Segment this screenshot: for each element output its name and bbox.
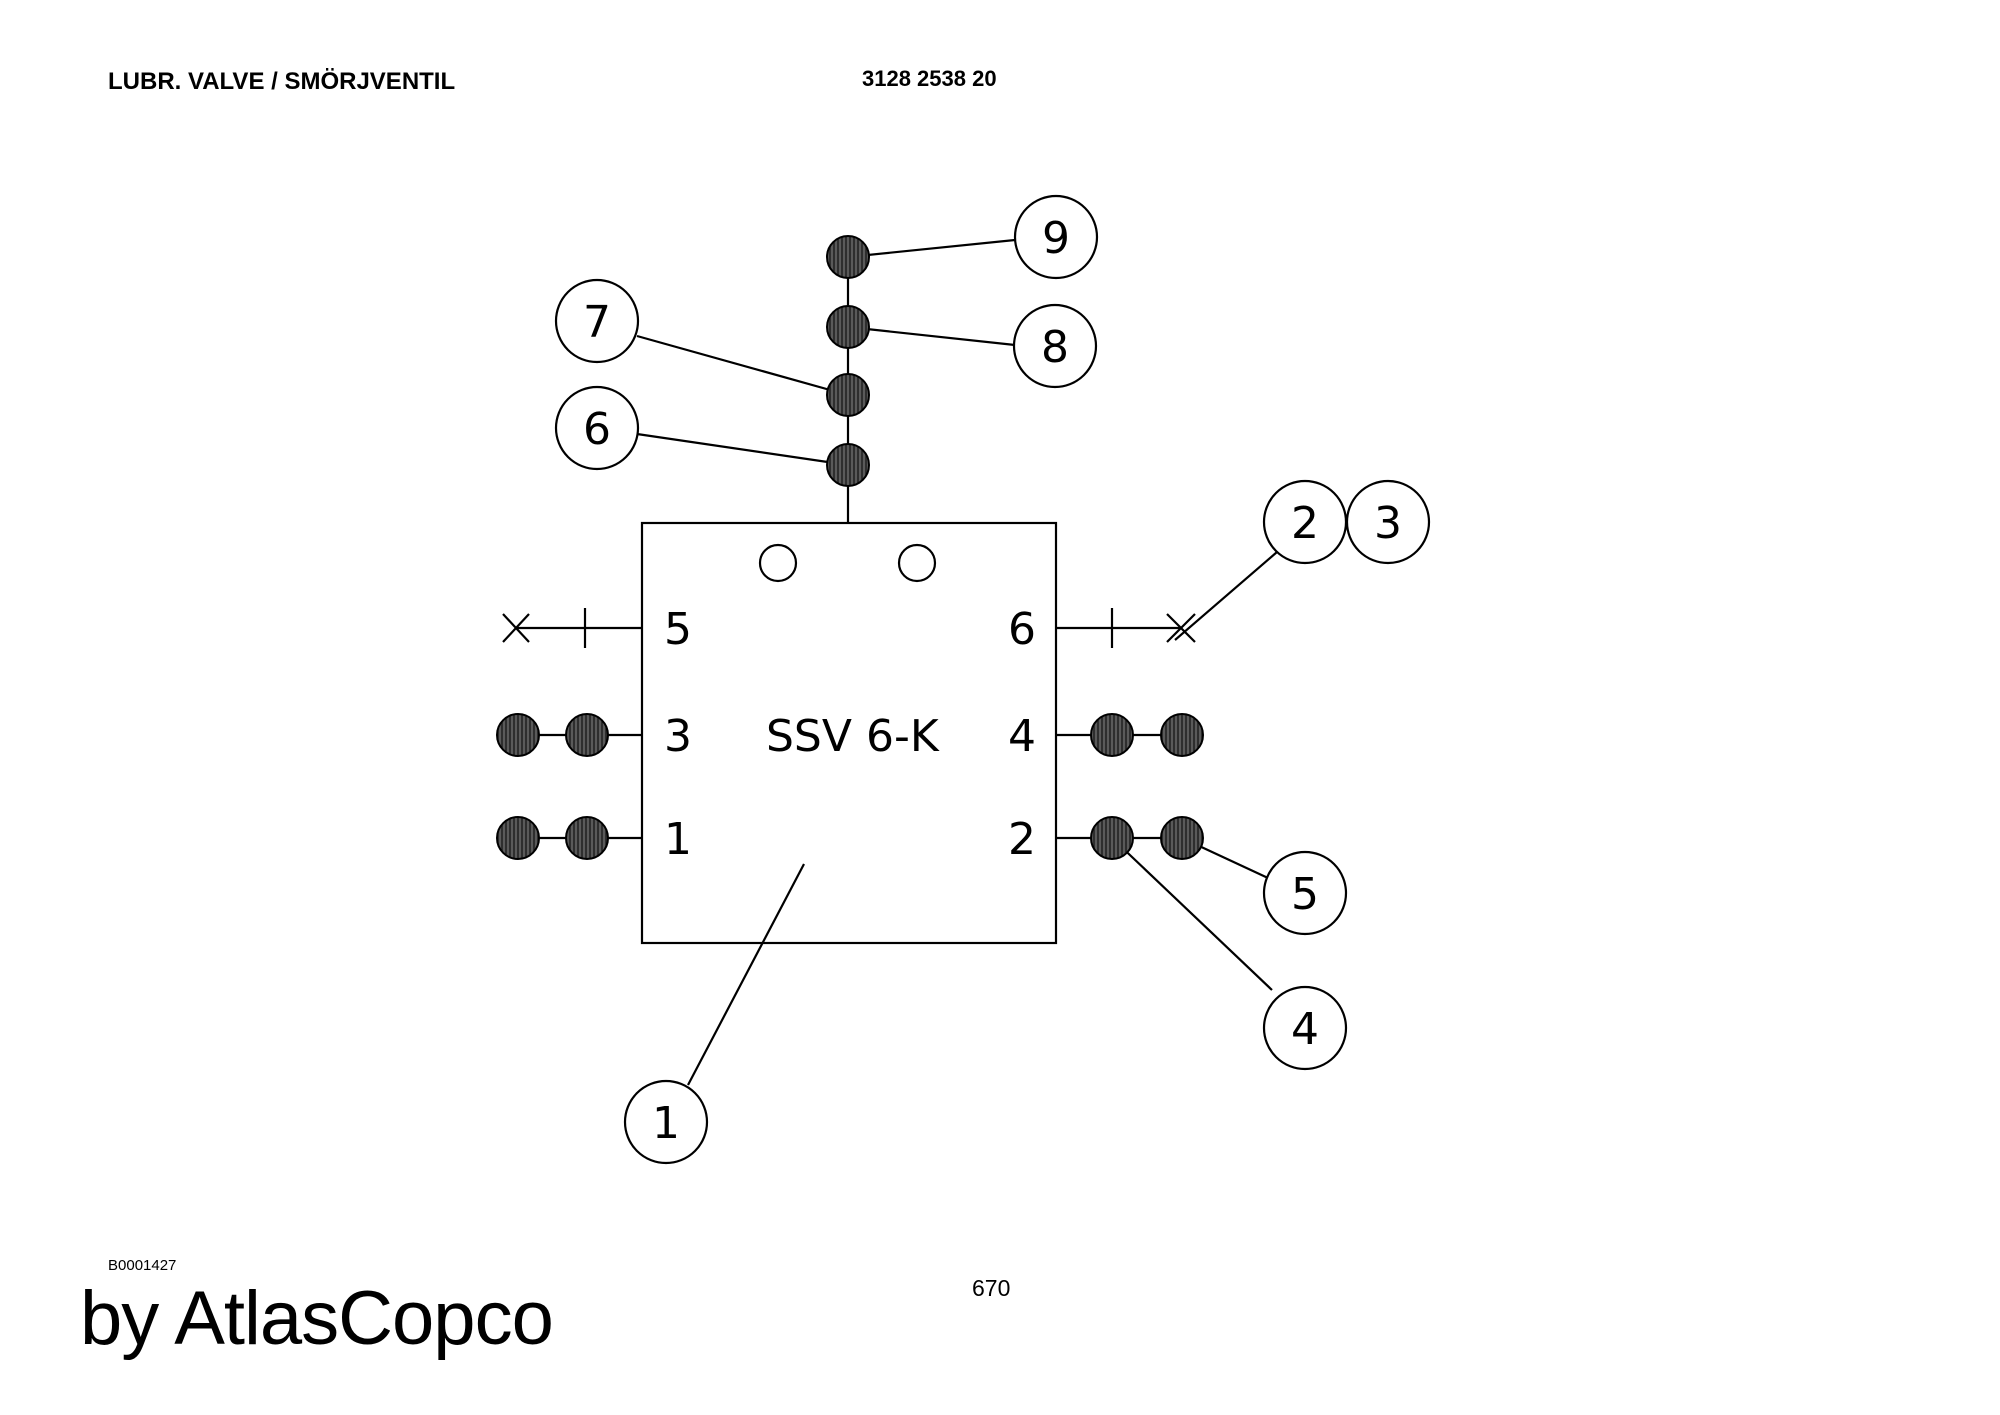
callout-circle-8 xyxy=(1012,303,1098,389)
fitting-top-1 xyxy=(826,235,870,279)
fitting-left-1b xyxy=(565,816,609,860)
fitting-left-1a xyxy=(496,816,540,860)
port-label-3: 3 xyxy=(664,711,692,762)
callout-3: 3 xyxy=(1374,498,1402,549)
fitting-right-2b xyxy=(1160,816,1204,860)
fitting-right-4a xyxy=(1090,713,1134,757)
fitting-top-4 xyxy=(826,443,870,487)
leader-1 xyxy=(687,863,805,1086)
leader-6 xyxy=(636,432,849,467)
leader-23 xyxy=(1174,551,1278,641)
page-title: LUBR. VALVE / SMÖRJVENTIL xyxy=(108,68,456,95)
port-label-6: 6 xyxy=(1008,604,1036,655)
fitting-right-2a xyxy=(1090,816,1134,860)
leader-4 xyxy=(1111,837,1273,991)
port-label-4: 4 xyxy=(1008,711,1036,762)
callout-circle-6 xyxy=(554,385,640,471)
plug-right-x-b xyxy=(1166,613,1196,643)
callout-4: 4 xyxy=(1291,1004,1319,1055)
callout-5: 5 xyxy=(1291,869,1319,920)
fitting-top-3 xyxy=(826,373,870,417)
callout-circle-9 xyxy=(1013,194,1099,280)
callout-8: 8 xyxy=(1041,322,1069,373)
leader-7 xyxy=(636,334,849,397)
leader-8 xyxy=(847,325,1016,347)
port-label-2: 2 xyxy=(1008,814,1036,865)
callout-6: 6 xyxy=(583,404,611,455)
fitting-left-3a xyxy=(496,713,540,757)
callout-circle-1 xyxy=(623,1079,709,1165)
drawing-id: B0001427 xyxy=(108,1257,177,1274)
fitting-top-2 xyxy=(826,305,870,349)
callout-7: 7 xyxy=(583,297,611,348)
fitting-right-4b xyxy=(1160,713,1204,757)
port-label-1: 1 xyxy=(664,814,692,865)
leader-9 xyxy=(847,238,1016,259)
callout-circle-3 xyxy=(1345,479,1431,565)
callout-1: 1 xyxy=(652,1098,680,1149)
fitting-left-3b xyxy=(565,713,609,757)
callout-2: 2 xyxy=(1291,498,1319,549)
block-label: SSV 6-K xyxy=(766,711,940,762)
part-number: 3128 2538 20 xyxy=(862,66,997,91)
brand-logo-text: by AtlasCopco xyxy=(80,1276,554,1361)
callout-circle-7 xyxy=(554,278,640,364)
top-port-left xyxy=(758,543,798,583)
callout-circle-4 xyxy=(1262,985,1348,1071)
callout-circle-5 xyxy=(1262,850,1348,936)
page-number: 670 xyxy=(972,1275,1011,1301)
callout-9: 9 xyxy=(1042,213,1070,264)
plug-left-x-b xyxy=(502,613,530,643)
port-label-5: 5 xyxy=(664,604,692,655)
top-port-right xyxy=(897,543,937,583)
